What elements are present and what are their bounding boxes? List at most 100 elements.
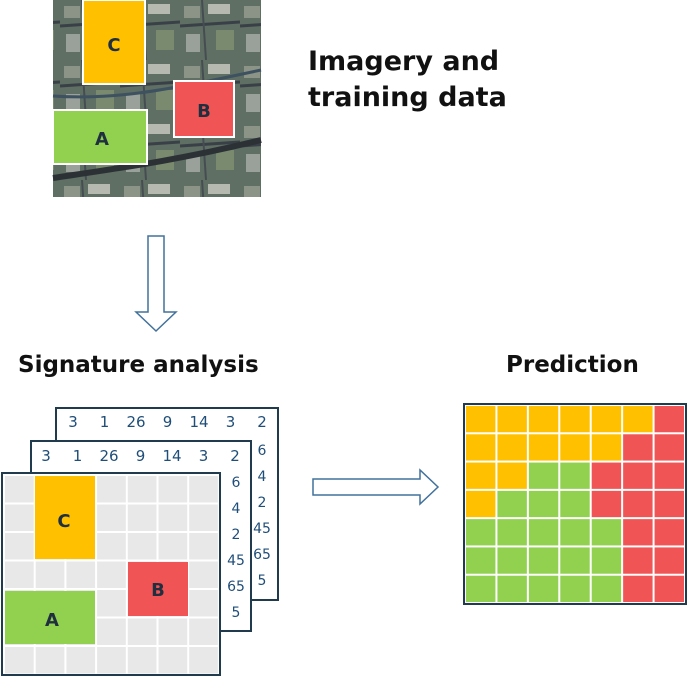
front-sheet-cell (97, 647, 126, 674)
prediction-cell-b (623, 434, 653, 461)
prediction-cell-b (623, 490, 653, 518)
front-sheet-cell (97, 476, 126, 503)
front-sheet-cell (66, 647, 96, 674)
back-sheet-side-number: 4 (258, 469, 267, 485)
back-sheet-number: 1 (100, 413, 110, 431)
prediction-cell-c (466, 462, 496, 489)
front-sheet-cell (5, 504, 34, 531)
right-arrow-icon (312, 468, 440, 506)
front-sheet-cell (5, 647, 34, 674)
prediction-grid (463, 403, 687, 605)
prediction-cell-b (654, 462, 684, 489)
front-sheet-cell (127, 533, 157, 560)
prediction-cell-b (654, 490, 684, 518)
prediction-cell-a (560, 490, 590, 518)
prediction-cell-b (654, 519, 684, 546)
training-polygon-a: A (52, 109, 148, 165)
front-sheet-label-a: A (45, 610, 59, 631)
prediction-cell-a (466, 519, 496, 546)
middle-sheet-side-number: 5 (232, 605, 241, 621)
front-sheet-cell (97, 561, 126, 588)
aerial-imagery: C B A (52, 0, 262, 197)
back-sheet-side-number: 65 (253, 547, 271, 563)
front-sheet-cell (5, 561, 34, 588)
training-label-a: A (95, 129, 109, 150)
back-sheet-number: 14 (189, 413, 208, 431)
back-sheet-number: 2 (257, 413, 267, 431)
front-sheet-cell (66, 561, 96, 588)
training-label-b: B (197, 101, 211, 122)
front-sheet-cell (127, 647, 157, 674)
front-sheet-cell (158, 618, 188, 645)
front-sheet-cell (189, 561, 218, 588)
prediction-cell-a (497, 575, 527, 602)
prediction-cell-a (528, 490, 559, 518)
middle-sheet-number: 14 (162, 447, 181, 465)
prediction-cell-c (497, 462, 527, 489)
front-sheet-cell (97, 618, 126, 645)
prediction-cell-b (654, 547, 684, 574)
front-sheet-cell-a (5, 591, 95, 644)
back-sheet-number: 3 (226, 413, 236, 431)
aerial-road (52, 137, 262, 181)
prediction-cell-a (466, 575, 496, 602)
middle-sheet-number: 2 (230, 447, 240, 465)
front-sheet-cell (189, 533, 218, 560)
prediction-cell-b (623, 575, 653, 602)
imagery-heading-line-1: Imagery and (308, 46, 500, 77)
prediction-cell-c (466, 434, 496, 461)
middle-sheet-number: 3 (199, 447, 209, 465)
middle-sheet-number: 9 (136, 447, 146, 465)
prediction-cell-b (654, 406, 684, 433)
front-sheet-cell (158, 533, 188, 560)
back-sheet-side-number: 6 (258, 443, 267, 459)
front-sheet-cell (97, 533, 126, 560)
prediction-cell-a (528, 575, 559, 602)
prediction-cell-a (560, 462, 590, 489)
prediction-cell-a (591, 547, 622, 574)
front-sheet-label-b: B (151, 580, 165, 601)
prediction-cell-c (466, 490, 496, 518)
prediction-heading: Prediction (506, 352, 639, 378)
prediction-cell-c (466, 406, 496, 433)
front-sheet-cell (189, 590, 218, 617)
front-sheet-cell (5, 476, 34, 503)
prediction-cell-a (560, 547, 590, 574)
middle-sheet-side-number: 6 (232, 475, 241, 491)
prediction-cell-c (623, 406, 653, 433)
front-sheet-cell (158, 476, 188, 503)
middle-sheet-side-number: 4 (232, 501, 241, 517)
back-sheet-number: 3 (68, 413, 78, 431)
training-polygon-b: B (173, 80, 235, 138)
front-sheet-cell (189, 647, 218, 674)
prediction-cell-c (591, 434, 622, 461)
prediction-cell-b (654, 575, 684, 602)
signature-analysis-heading: Signature analysis (18, 352, 259, 378)
prediction-cell-a (591, 519, 622, 546)
back-sheet-side-number: 5 (258, 573, 267, 589)
middle-sheet-number: 1 (73, 447, 83, 465)
front-sheet-cell (35, 647, 65, 674)
prediction-cell-a (497, 547, 527, 574)
back-sheet-number: 9 (163, 413, 173, 431)
prediction-cell-a (591, 575, 622, 602)
imagery-heading: Imagery and training data (308, 44, 507, 116)
front-sheet-cell (189, 476, 218, 503)
front-sheet-cell-b (128, 562, 188, 616)
middle-sheet-number: 3 (41, 447, 51, 465)
down-arrow-icon (134, 235, 178, 333)
prediction-cell-c (591, 406, 622, 433)
back-sheet-number: 26 (126, 413, 145, 431)
front-sheet-label-c: C (57, 511, 70, 532)
prediction-cell-a (528, 547, 559, 574)
prediction-cell-c (560, 406, 590, 433)
prediction-cell-a (560, 519, 590, 546)
prediction-cell-a (528, 519, 559, 546)
signature-sheet-front: A B C (1, 472, 221, 676)
middle-sheet-side-number: 2 (232, 527, 241, 543)
imagery-heading-line-2: training data (308, 82, 507, 113)
training-label-c: C (107, 35, 120, 56)
prediction-cell-c (528, 434, 559, 461)
